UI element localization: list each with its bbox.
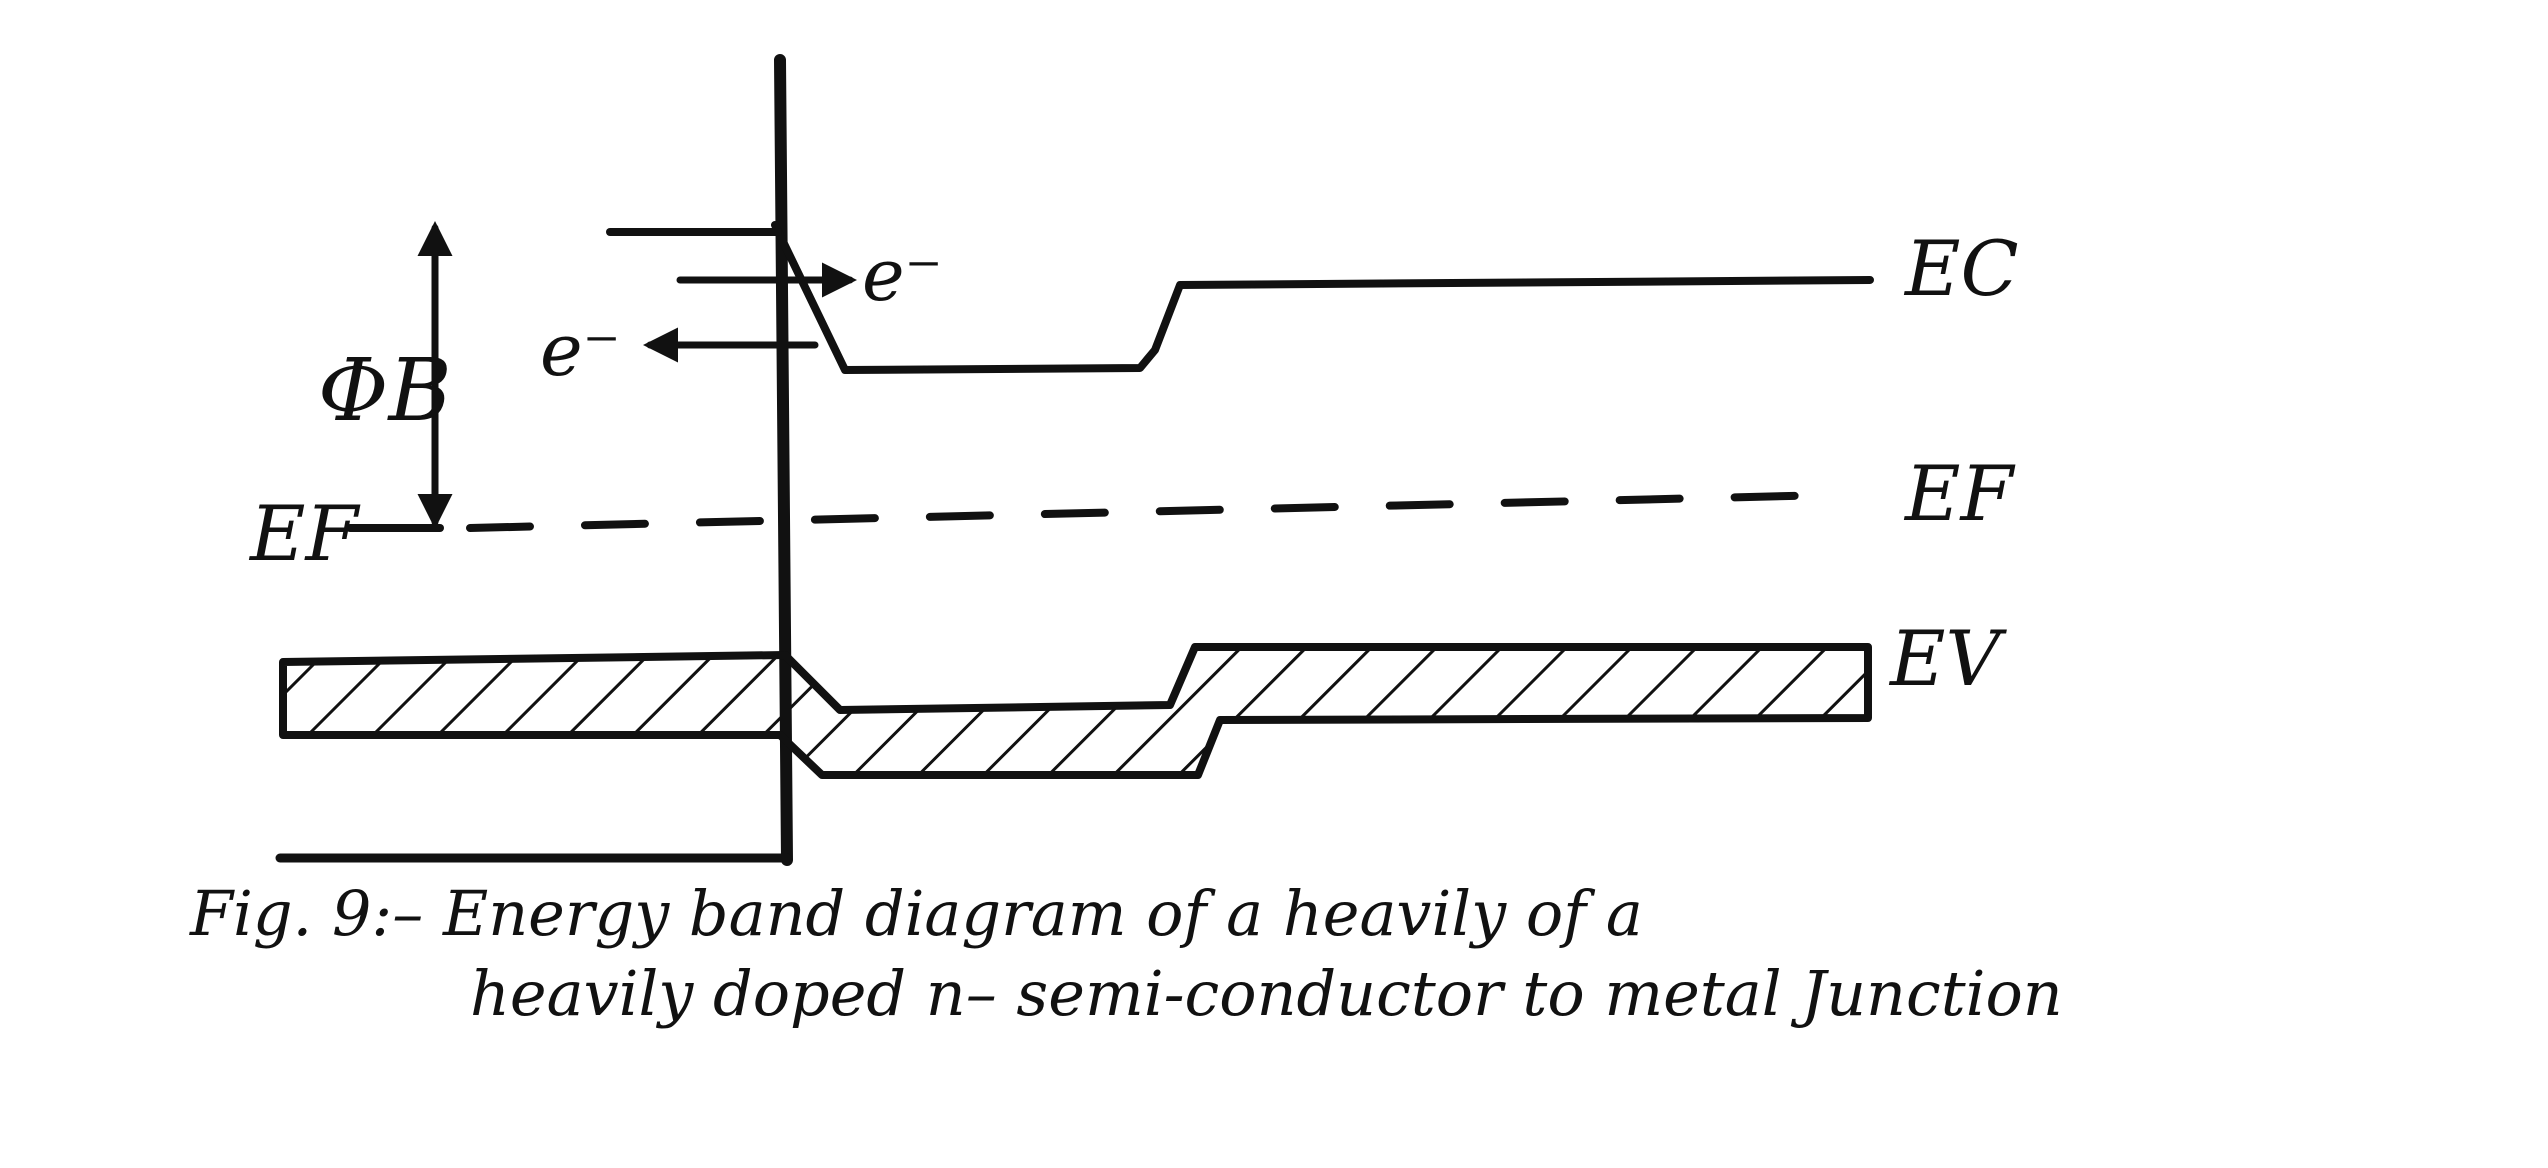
figure-caption-line1: Fig. 9:– Energy band diagram of a heavil…	[189, 877, 1643, 950]
ef-label-right: EF	[1903, 449, 2015, 538]
ef-label-left: EF	[248, 489, 360, 578]
electron-label-right: e⁻	[862, 233, 943, 317]
ec-label: EC	[1903, 224, 2019, 313]
phi-b-label: ΦB	[318, 341, 452, 441]
fermi-level-dashed-line	[466, 491, 1834, 532]
ev-label: EV	[1888, 614, 2007, 703]
valence-band-hatched	[279, 643, 1872, 779]
electron-label-left: e⁻	[540, 308, 621, 392]
conduction-band-edge	[771, 221, 1874, 374]
figure-caption-line2: heavily doped n– semi-conductor to metal…	[470, 957, 2063, 1030]
